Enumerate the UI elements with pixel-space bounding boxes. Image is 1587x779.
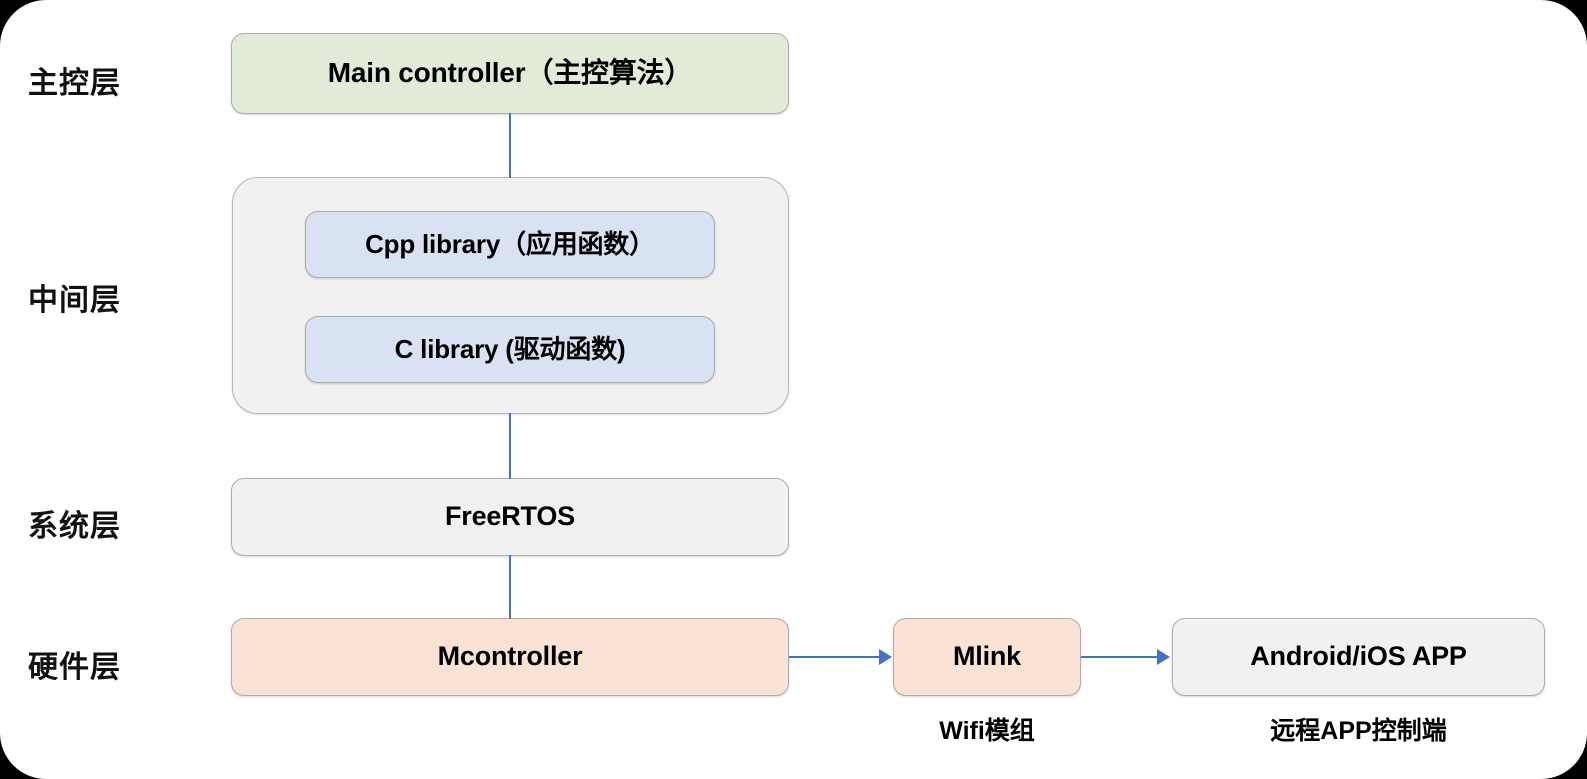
node-freertos[interactable]: FreeRTOS bbox=[231, 478, 789, 556]
caption-mlink: Wifi模组 bbox=[939, 717, 1035, 745]
layer-label-system: 系统层 bbox=[28, 510, 121, 543]
node-app[interactable]: Android/iOS APP bbox=[1172, 618, 1545, 696]
connector-mlink-to-app bbox=[1081, 656, 1159, 659]
connector-freertos-to-mcontroller bbox=[509, 555, 512, 619]
arrow-head-icon-mlink-to-app bbox=[1157, 649, 1170, 665]
node-main-controller[interactable]: Main controller（主控算法） bbox=[231, 33, 789, 114]
connector-middleware-to-freertos bbox=[509, 413, 512, 479]
layer-label-hardware: 硬件层 bbox=[28, 651, 121, 684]
caption-app: 远程APP控制端 bbox=[1270, 717, 1447, 745]
node-c-library[interactable]: C library (驱动函数) bbox=[305, 316, 715, 383]
node-mlink[interactable]: Mlink bbox=[893, 618, 1081, 696]
layer-label-middleware: 中间层 bbox=[28, 284, 121, 317]
arrow-head-icon-mcontroller-to-mlink bbox=[879, 649, 892, 665]
node-mcontroller[interactable]: Mcontroller bbox=[231, 618, 789, 696]
connector-mcontroller-to-mlink bbox=[789, 656, 881, 659]
layer-label-main-control: 主控层 bbox=[28, 67, 121, 100]
node-cpp-library[interactable]: Cpp library（应用函数） bbox=[305, 211, 715, 278]
connector-main-controller-to-middleware bbox=[509, 113, 512, 178]
